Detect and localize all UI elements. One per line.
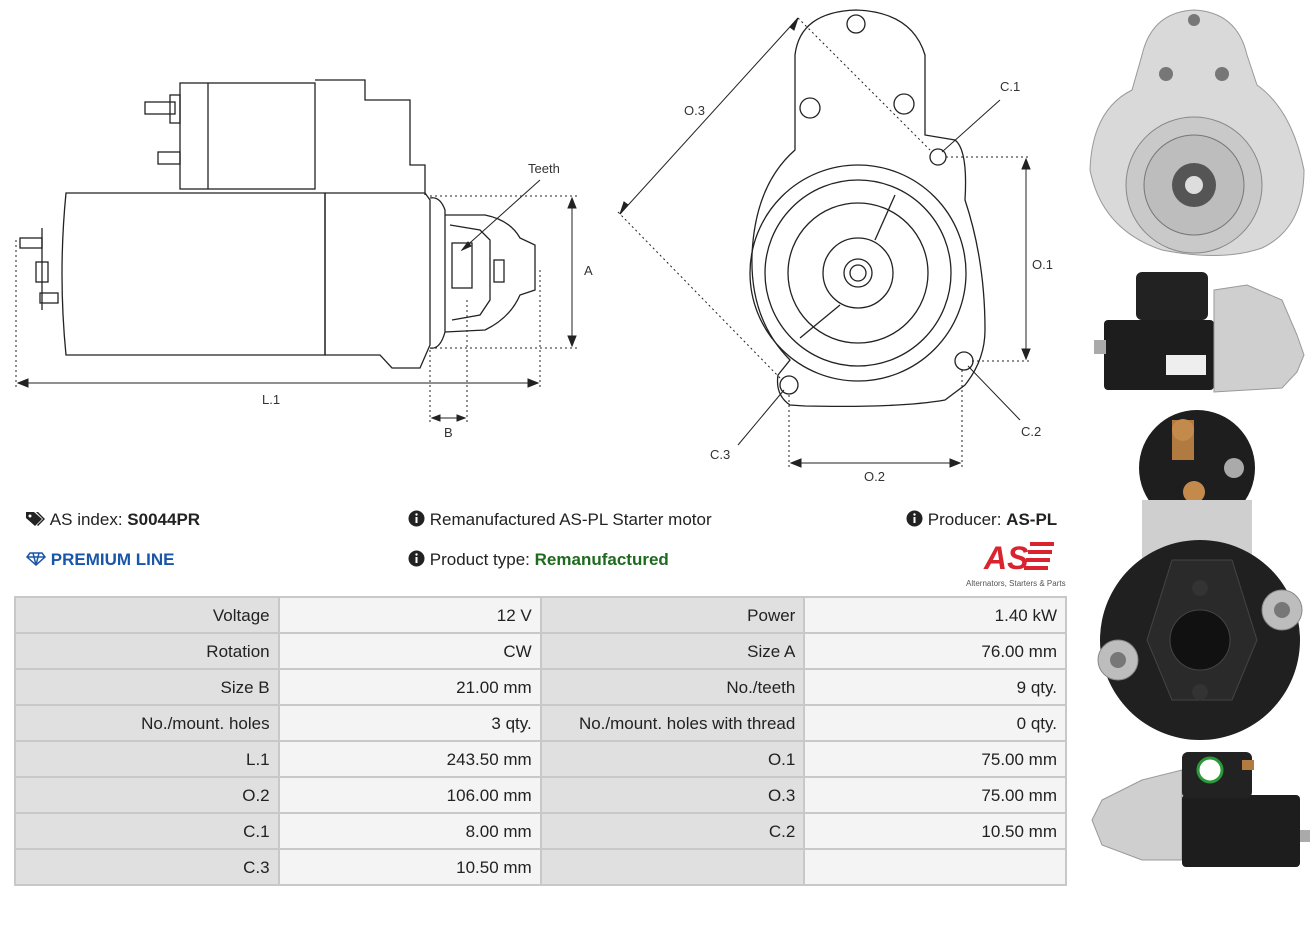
dim-c1-label: C.1	[1000, 79, 1020, 94]
spec-label: Size B	[16, 670, 278, 704]
spec-label: C.1	[16, 814, 278, 848]
hole-c2	[954, 351, 974, 371]
as-logo-letters: AS	[983, 540, 1029, 574]
spec-label: O.2	[16, 778, 278, 812]
description-line: Remanufactured AS-PL Starter motor	[408, 510, 712, 530]
spec-label: O.3	[541, 778, 804, 812]
hole-c1	[929, 148, 947, 166]
photo-side-view	[1094, 272, 1305, 393]
spec-value: 1.40 kW	[805, 598, 1065, 632]
spec-label: No./teeth	[541, 670, 804, 704]
info-icon	[906, 510, 923, 527]
motor-body-outline	[61, 192, 326, 356]
spec-value: 3 qty.	[279, 706, 540, 740]
product-photos	[1089, 9, 1310, 867]
dim-l1-label: L.1	[262, 392, 280, 407]
dim-c3-label: C.3	[710, 447, 730, 462]
technical-drawing: Teeth A L.1 B	[15, 9, 1053, 484]
spec-label: Power	[541, 598, 804, 632]
spec-value: 10.50 mm	[279, 850, 540, 884]
spec-value: 10.50 mm	[805, 814, 1065, 848]
photo-front-view	[1089, 9, 1305, 257]
dim-o2-label: O.2	[864, 469, 885, 484]
product-type-line: Product type: Remanufactured	[408, 550, 669, 570]
spec-value: 9 qty.	[805, 670, 1065, 704]
producer-value: AS-PL	[1006, 510, 1058, 529]
info-icon	[408, 510, 425, 527]
dim-o1-label: O.1	[1032, 257, 1053, 272]
dim-o3-label: O.3	[684, 103, 705, 118]
spec-value	[805, 850, 1065, 884]
dim-c2-label: C.2	[1021, 424, 1041, 439]
product-type-value: Remanufactured	[534, 550, 669, 569]
premium-line-badge: PREMIUM LINE	[25, 550, 175, 570]
spec-value: 243.50 mm	[279, 742, 540, 776]
as-index-label: AS index:	[49, 510, 123, 529]
spec-label: No./mount. holes with thread	[541, 706, 804, 740]
description-text: Remanufactured AS-PL Starter motor	[429, 510, 712, 529]
spec-label: C.2	[541, 814, 804, 848]
hole-c3	[779, 375, 799, 395]
diamond-icon	[25, 552, 47, 567]
tags-icon	[26, 512, 45, 526]
photo-rear-view	[1097, 410, 1303, 740]
producer-line: Producer: AS-PL	[906, 510, 1057, 530]
photo-side-view-2	[1091, 752, 1310, 867]
as-pl-logo: AS Alternators, Starters & Parts	[962, 538, 1072, 588]
product-type-label: Product type:	[429, 550, 530, 569]
spec-value: 75.00 mm	[805, 742, 1065, 776]
dim-a-label: A	[584, 263, 593, 278]
spec-label: No./mount. holes	[16, 706, 278, 740]
info-icon	[408, 550, 425, 567]
spec-label: C.3	[16, 850, 278, 884]
spec-label	[541, 850, 804, 884]
dim-b-label: B	[444, 425, 453, 440]
producer-label: Producer:	[927, 510, 1002, 529]
solenoid-outline	[179, 82, 316, 190]
as-logo-mark: AS	[983, 540, 1054, 576]
spec-value: 75.00 mm	[805, 778, 1065, 812]
as-index-value: S0044PR	[127, 510, 201, 529]
spec-label: Rotation	[16, 634, 278, 668]
as-index-line: AS index: S0044PR	[26, 510, 200, 530]
spec-label: Voltage	[16, 598, 278, 632]
spec-label: L.1	[16, 742, 278, 776]
spec-value: 106.00 mm	[279, 778, 540, 812]
teeth-label: Teeth	[528, 161, 560, 176]
spec-value: CW	[279, 634, 540, 668]
spec-value: 12 V	[279, 598, 540, 632]
as-logo-caption: Alternators, Starters & Parts	[966, 579, 1066, 588]
spec-label: Size A	[541, 634, 804, 668]
spec-value: 21.00 mm	[279, 670, 540, 704]
spec-value: 76.00 mm	[805, 634, 1065, 668]
spec-value: 8.00 mm	[279, 814, 540, 848]
flange-outline	[751, 9, 986, 408]
spec-value: 0 qty.	[805, 706, 1065, 740]
spec-label: O.1	[541, 742, 804, 776]
premium-line-label: PREMIUM LINE	[50, 550, 175, 569]
